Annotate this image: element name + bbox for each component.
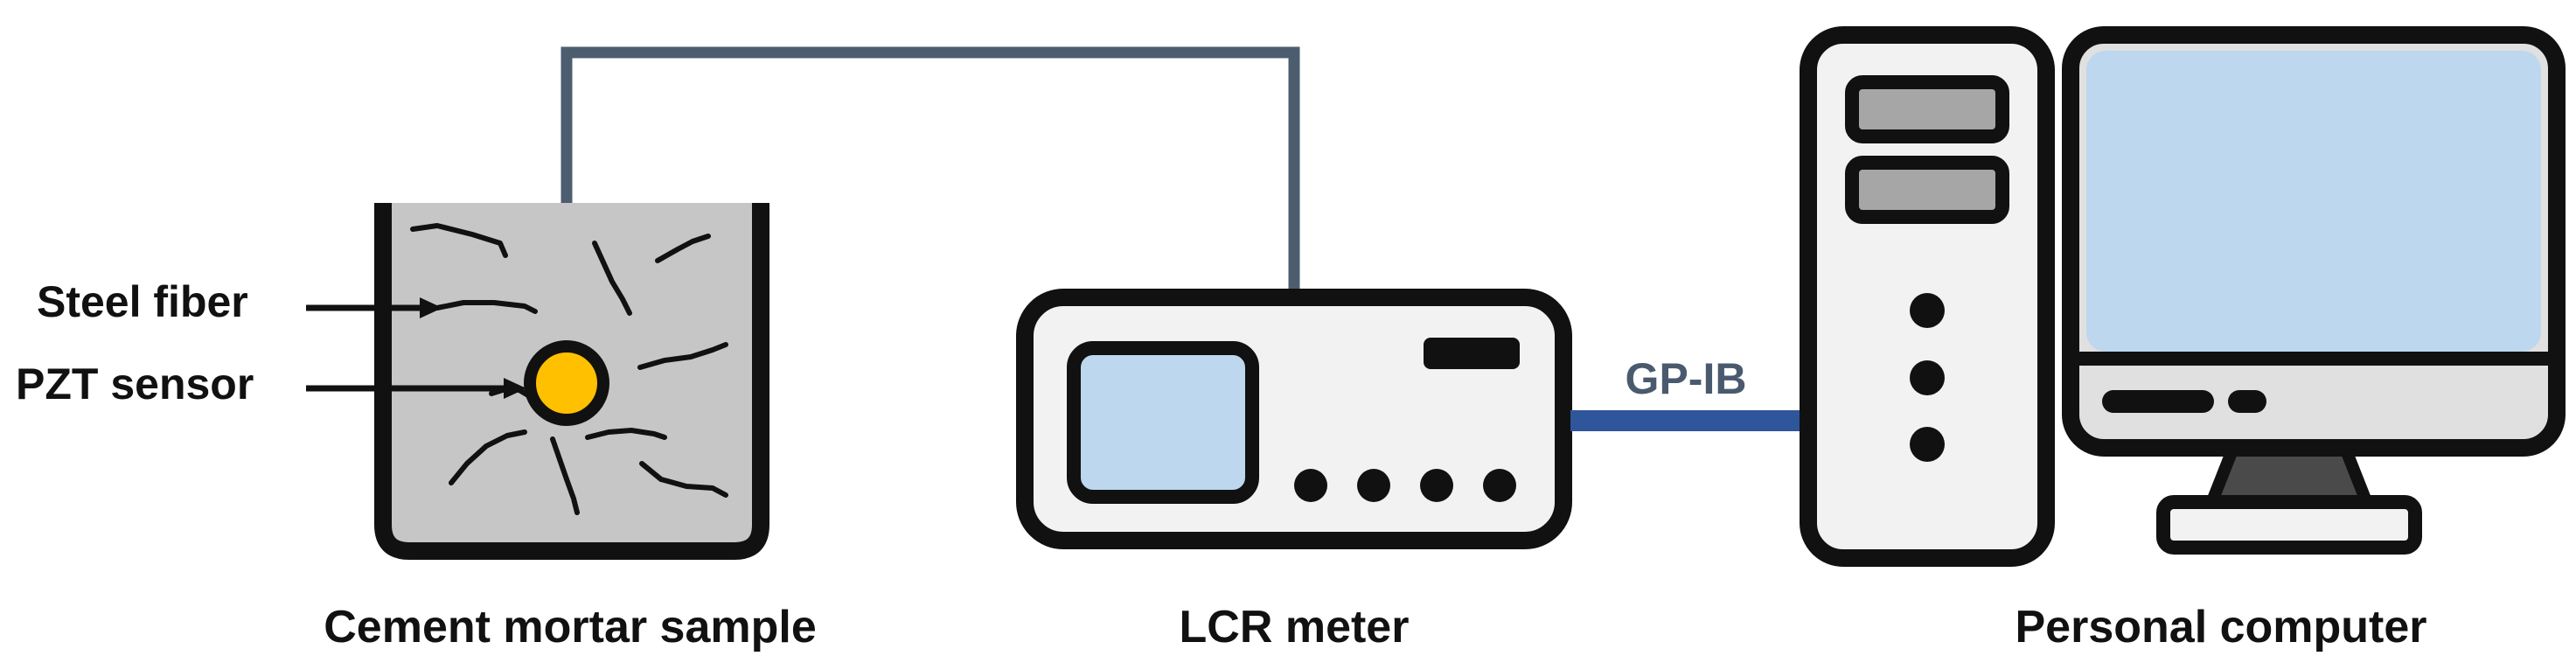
computer-monitor xyxy=(2062,26,2566,555)
lcr-meter-knob xyxy=(1420,469,1453,502)
personal-computer-label: Personal computer xyxy=(2015,602,2426,653)
steel-fiber xyxy=(585,428,667,440)
cement-sample-label: Cement mortar sample xyxy=(324,602,817,653)
steel-fiber-arrow xyxy=(306,297,442,318)
lcr-meter-label: LCR meter xyxy=(1180,602,1410,653)
lcr-meter-knob xyxy=(1483,469,1516,502)
steel-fiber xyxy=(449,429,527,485)
steel-fiber xyxy=(639,461,728,498)
steel-fiber xyxy=(410,223,508,258)
monitor-control-button xyxy=(2228,390,2266,413)
steel-fiber xyxy=(550,436,580,515)
gpib-label: GP-IB xyxy=(1626,354,1747,403)
steel-fiber xyxy=(637,342,728,370)
steel-fiber xyxy=(592,241,632,316)
steel-fibers xyxy=(410,223,728,515)
pzt-sensor-label: PZT sensor xyxy=(16,359,254,408)
steel-fiber-label: Steel fiber xyxy=(37,277,248,326)
steel-fiber xyxy=(655,234,711,263)
pzt-sensor xyxy=(524,340,609,426)
lcr-meter xyxy=(1016,289,1572,549)
monitor-control-bar xyxy=(2102,390,2214,413)
lcr-meter-display-slot xyxy=(1424,338,1520,369)
steel-fiber xyxy=(435,300,538,314)
monitor-screen xyxy=(2086,51,2541,352)
tower-button xyxy=(1910,427,1945,462)
pzt-sensor-arrow xyxy=(306,378,526,399)
lcr-meter-screen xyxy=(1067,341,1259,504)
lcr-meter-knob xyxy=(1294,469,1327,502)
drive-bay xyxy=(1845,156,2009,224)
drive-bay xyxy=(1845,75,2009,143)
container-outline xyxy=(374,203,769,560)
computer-tower xyxy=(1800,26,2055,567)
monitor-base xyxy=(2156,495,2422,555)
tower-button xyxy=(1910,293,1945,328)
lcr-meter-knob xyxy=(1357,469,1390,502)
tower-button xyxy=(1910,360,1945,395)
